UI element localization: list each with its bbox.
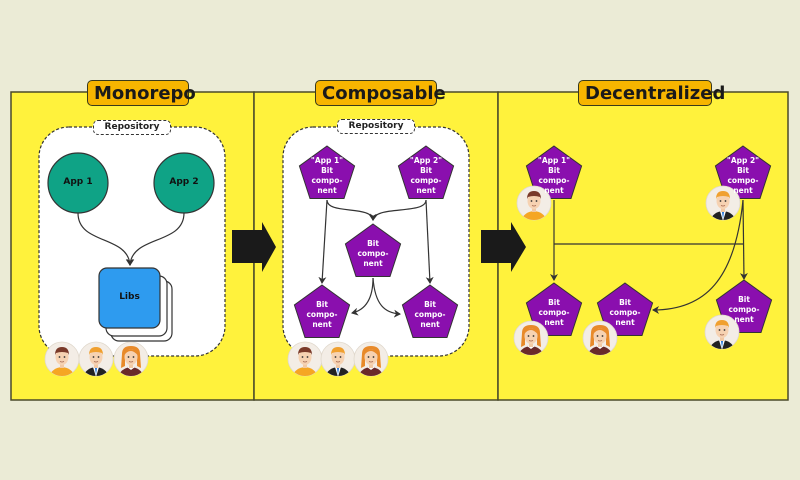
component-app2-decentralized: [714, 145, 772, 199]
transition-arrow-2: [481, 222, 526, 272]
component-bottomleft-decentralized: [525, 282, 583, 336]
component-app1-decentralized: [525, 145, 583, 199]
avatar-monorepo-1: [44, 341, 80, 377]
avatar-composable-3: [353, 341, 389, 377]
composable-edges: [318, 199, 434, 318]
libs-label: Libs: [119, 292, 140, 302]
libs-box: [98, 267, 161, 329]
panel-decentralized: [497, 91, 789, 401]
avatar-decentralized-app2-owner: [705, 185, 741, 221]
edge-d-app2-middle: [652, 199, 744, 314]
avatar-decentralized-bottommid-owner: [582, 320, 618, 356]
component-app1-composable: [298, 145, 356, 199]
component-bottomright-composable: [401, 284, 459, 338]
avatar-decentralized-bottomleft-owner: [513, 320, 549, 356]
edge-app1-bottomleft: [318, 199, 328, 284]
panel-title-composable: Composable: [315, 80, 446, 106]
edge-app2-bottomright: [425, 199, 434, 284]
repository-label-composable: Repository: [337, 119, 415, 134]
edge-d-app2-bottomright: [739, 199, 748, 280]
decentralized-edges: [550, 199, 748, 314]
edge-app2-libs: [126, 212, 185, 266]
edge-app2-middle: [369, 199, 427, 221]
component-bottomleft-composable: [293, 284, 351, 338]
app-2-label: App 2: [169, 177, 199, 187]
panel-title-decentralized: Decentralized: [578, 80, 725, 106]
component-bottommid-decentralized: [596, 282, 654, 336]
edge-app1-libs: [77, 212, 134, 266]
panel-title-monorepo: Monorepo: [87, 80, 196, 106]
component-app2-composable: [397, 145, 455, 199]
app-1-label: App 1: [63, 177, 93, 187]
avatar-composable-2: [320, 341, 356, 377]
edge-middle-bottomleft: [351, 277, 374, 316]
transition-arrow-1: [232, 222, 276, 272]
edge-middle-bottomright: [372, 277, 401, 318]
repository-label-monorepo: Repository: [93, 120, 171, 135]
component-middle-composable: [344, 223, 402, 277]
avatar-decentralized-bottomright-owner: [704, 314, 740, 350]
